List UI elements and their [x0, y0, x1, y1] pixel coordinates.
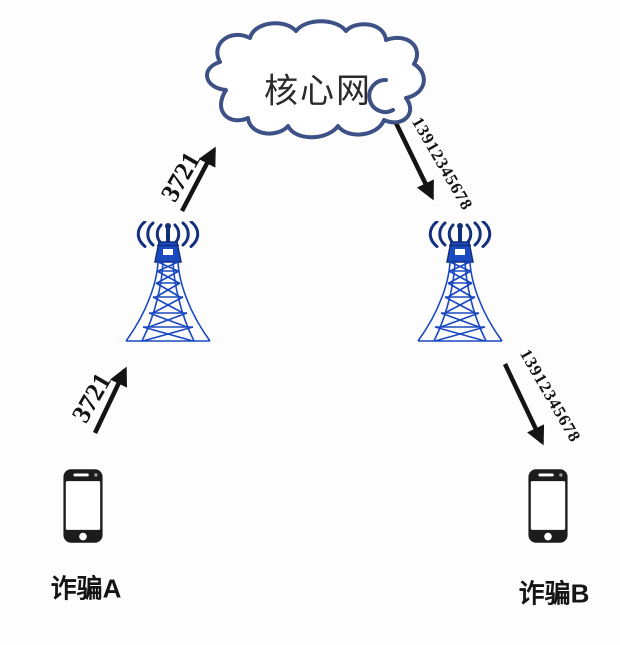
link-label-tower-right-to-phone-b: 13912345678 — [516, 345, 585, 446]
phone-a — [62, 467, 104, 545]
cloud-icon — [205, 19, 426, 140]
tower-right — [410, 220, 510, 344]
phone-b — [527, 467, 569, 545]
cell-tower-icon — [418, 222, 502, 342]
tower-left — [118, 220, 218, 344]
smartphone-icon — [528, 469, 567, 543]
link-label-tower-left-to-core: 3721 — [155, 146, 207, 207]
smartphone-icon — [63, 469, 102, 543]
cell-tower-icon — [126, 222, 210, 342]
core-network-cloud: 核心网 — [196, 18, 426, 148]
link-label-core-to-tower-right: 13912345678 — [408, 113, 477, 214]
core-network-label: 核心网 — [264, 72, 372, 111]
phone-b-label: 诈骗B — [518, 578, 590, 609]
phone-a-label: 诈骗A — [50, 573, 122, 604]
link-label-phone-a-to-tower-left: 3721 — [66, 367, 118, 428]
